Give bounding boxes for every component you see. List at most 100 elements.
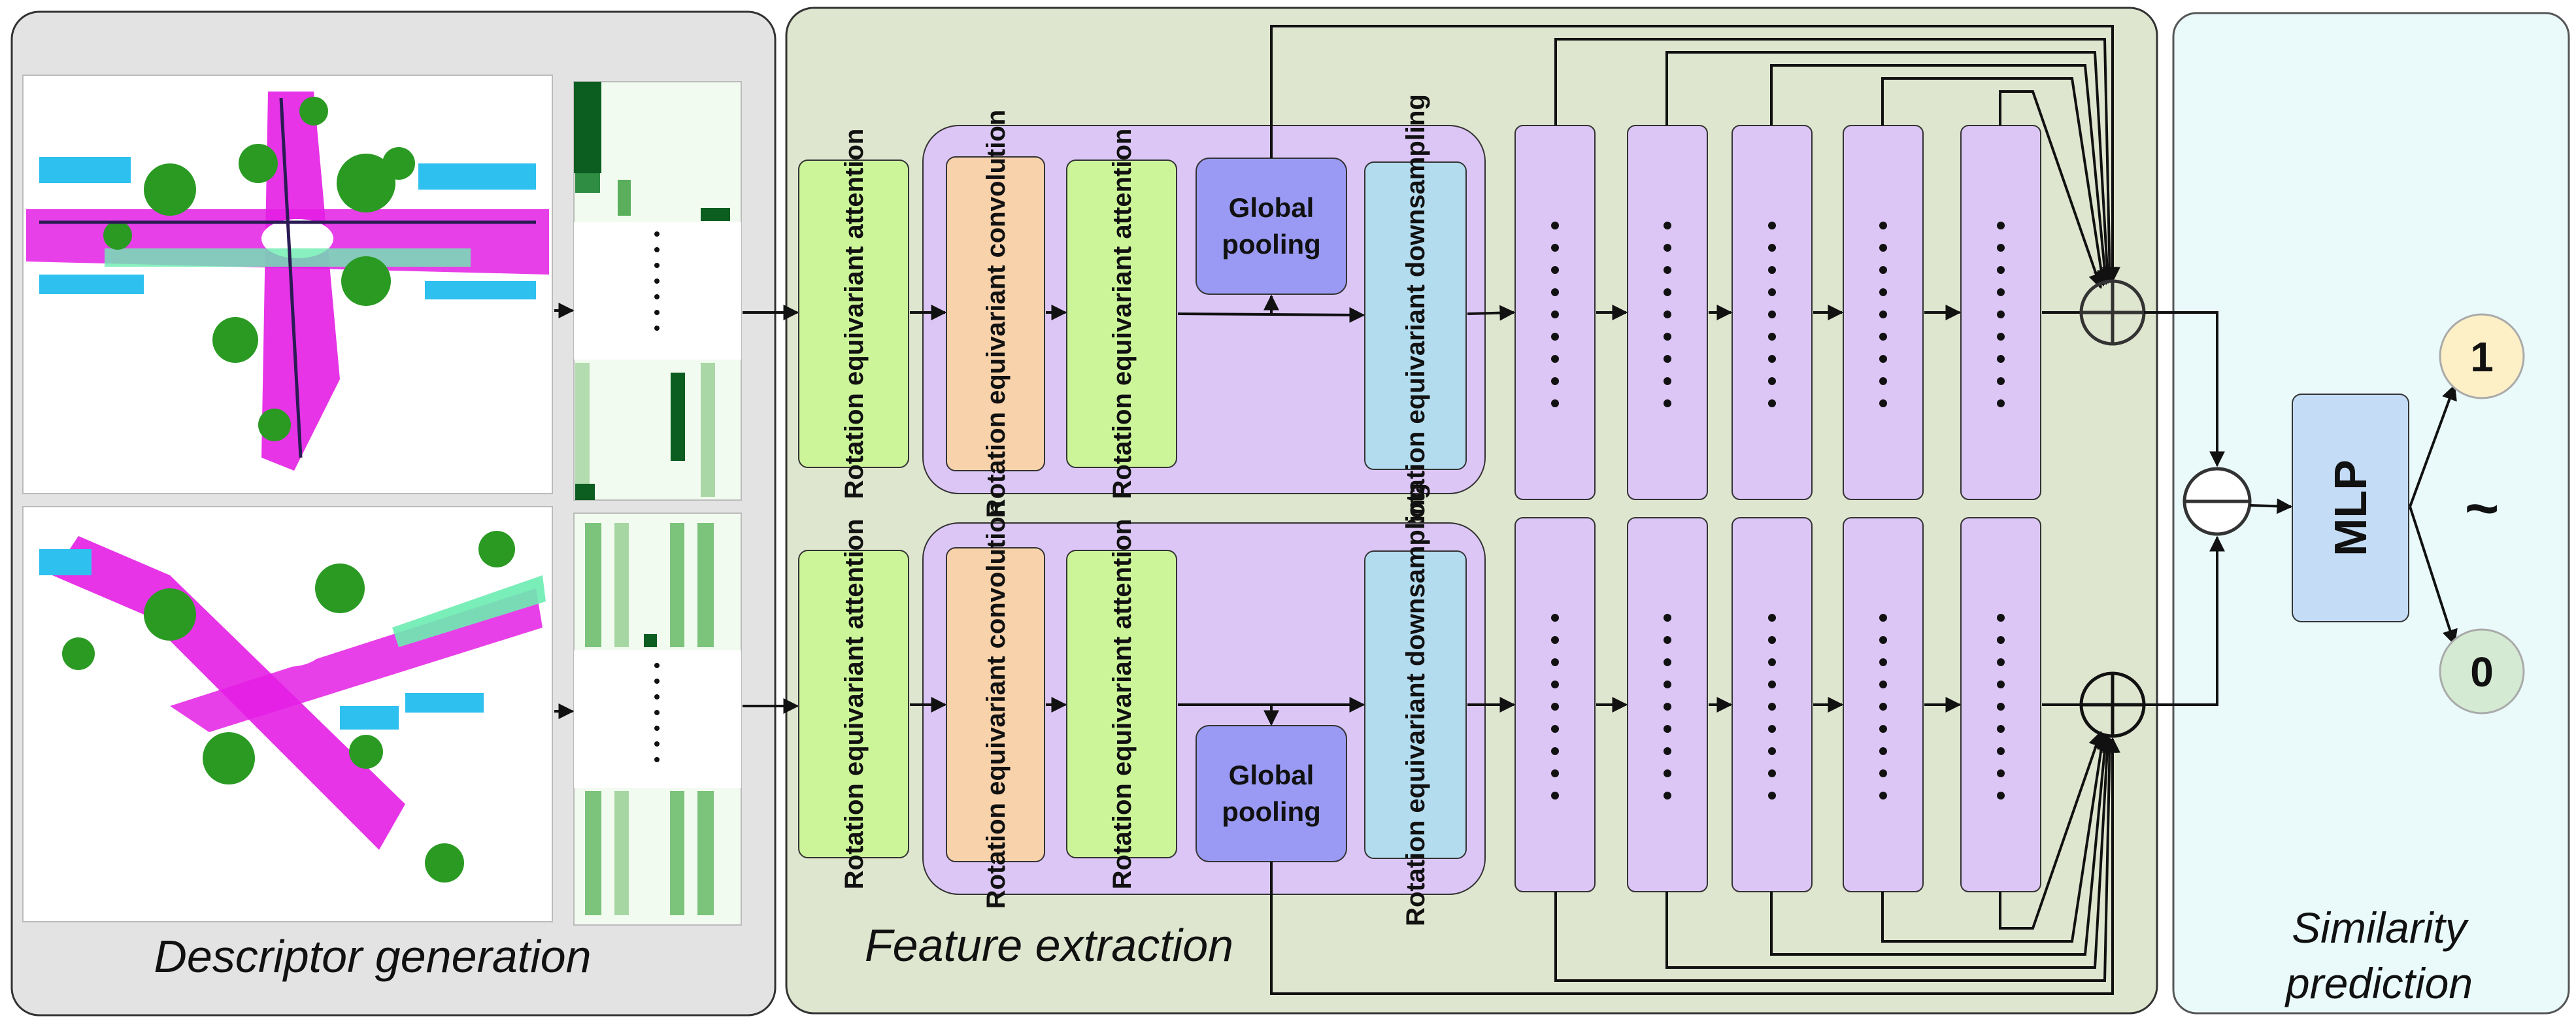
feature-dot-bottom-1: [1551, 703, 1559, 711]
feature-extraction-label: Feature extraction: [865, 920, 1233, 971]
global-pooling-block-top: [1196, 158, 1347, 295]
output-negative: 0: [2439, 628, 2525, 715]
feature-dot-top-3: [1768, 377, 1776, 385]
feature-dot-top-2: [1664, 377, 1671, 385]
feature-dot-bottom-4: [1879, 725, 1887, 733]
feature-dot-top-3: [1768, 288, 1776, 296]
global-pooling-label-top-2: pooling: [1222, 229, 1321, 260]
output-positive-label: 1: [2470, 333, 2494, 380]
feature-dot-bottom-3: [1768, 725, 1776, 733]
feature-dot-bottom-5: [1997, 681, 2005, 688]
feature-dot-bottom-3: [1768, 614, 1776, 622]
feature-dot-bottom-3: [1768, 747, 1776, 755]
feature-dot-bottom-1: [1551, 636, 1559, 644]
output-positive: 1: [2439, 313, 2525, 399]
feature-dot-bottom-5: [1997, 769, 2005, 777]
feature-dot-top-4: [1879, 399, 1887, 407]
feature-dot-top-4: [1879, 244, 1887, 252]
rot-downsampling-label-top: Rotation equivariant downsampling: [1401, 94, 1430, 537]
feature-dot-top-5: [1997, 288, 2005, 296]
feature-block-stack-top: [1514, 125, 2041, 500]
feature-dot-top-1: [1551, 244, 1559, 252]
feature-dot-top-5: [1997, 377, 2005, 385]
feature-dot-bottom-4: [1879, 614, 1887, 622]
feature-dot-bottom-5: [1997, 614, 2005, 622]
skip-connections-top: [1270, 25, 2120, 290]
feature-dot-bottom-3: [1768, 769, 1776, 777]
rot-convolution-label-bottom: Rotation equivariant convolution: [982, 501, 1011, 909]
feature-dot-bottom-4: [1879, 703, 1887, 711]
skip-connections-bottom: [1270, 730, 2120, 995]
feature-dot-bottom-2: [1664, 636, 1671, 644]
rot-attention-label-top-2: Rotation equivariant attention: [1108, 129, 1137, 499]
feature-dot-bottom-4: [1879, 681, 1887, 688]
feature-dot-top-1: [1551, 222, 1559, 229]
feature-dot-bottom-4: [1879, 792, 1887, 800]
rot-attention-label-bottom-2: Rotation equivariant attention: [1108, 519, 1137, 890]
feature-dot-bottom-3: [1768, 681, 1776, 688]
feature-dot-bottom-1: [1551, 792, 1559, 800]
feature-dot-top-5: [1997, 266, 2005, 274]
feature-dot-bottom-1: [1551, 658, 1559, 666]
feature-dot-top-5: [1997, 333, 2005, 341]
feature-dot-top-4: [1879, 288, 1887, 296]
feature-dot-top-3: [1768, 244, 1776, 252]
feature-dot-bottom-2: [1664, 658, 1671, 666]
feature-dot-top-1: [1551, 311, 1559, 318]
feature-dot-bottom-1: [1551, 769, 1559, 777]
feature-dot-top-4: [1879, 266, 1887, 274]
similarity-label-line1: Similarity: [2292, 903, 2469, 952]
feature-dot-top-5: [1997, 311, 2005, 318]
sum-node-bottom: [2079, 671, 2146, 738]
feature-dot-top-3: [1768, 311, 1776, 318]
feature-dot-bottom-5: [1997, 703, 2005, 711]
feature-dot-top-2: [1664, 244, 1671, 252]
rot-attention-label-top-1: Rotation equivariant attention: [840, 129, 869, 499]
rot-attention-label-bottom-1: Rotation equivariant attention: [840, 519, 869, 890]
feature-dot-bottom-3: [1768, 658, 1776, 666]
feature-dot-bottom-5: [1997, 725, 2005, 733]
feature-dot-top-5: [1997, 355, 2005, 363]
feature-dot-bottom-5: [1997, 636, 2005, 644]
feature-dot-top-2: [1664, 333, 1671, 341]
feature-dot-top-4: [1879, 377, 1887, 385]
global-pooling-label-bottom-2: pooling: [1222, 796, 1321, 827]
feature-dot-top-5: [1997, 399, 2005, 407]
feature-dot-bottom-5: [1997, 747, 2005, 755]
similarity-label-line2: prediction: [2284, 959, 2473, 1007]
rot-downsampling-label-bottom: Rotation equivariant downsampling: [1401, 483, 1430, 926]
mlp-block: [2292, 394, 2409, 622]
descriptor-matrix-bottom: [573, 513, 742, 926]
feature-dot-top-4: [1879, 333, 1887, 341]
sum-node-top: [2079, 279, 2146, 346]
feature-dot-bottom-2: [1664, 769, 1671, 777]
feature-dot-bottom-4: [1879, 658, 1887, 666]
feature-dot-top-2: [1664, 311, 1671, 318]
mlp-label: MLP: [2325, 460, 2376, 556]
feature-dot-top-3: [1768, 355, 1776, 363]
feature-dot-bottom-1: [1551, 614, 1559, 622]
rot-convolution-label-top: Rotation equivariant convolution: [982, 110, 1011, 518]
feature-dot-top-1: [1551, 266, 1559, 274]
feature-dot-bottom-2: [1664, 614, 1671, 622]
feature-dot-top-1: [1551, 333, 1559, 341]
point-cloud-image-top: [22, 75, 553, 494]
feature-dot-bottom-5: [1997, 658, 2005, 666]
feature-dot-bottom-1: [1551, 681, 1559, 688]
feature-dot-top-4: [1879, 355, 1887, 363]
feature-dot-bottom-3: [1768, 703, 1776, 711]
feature-dot-top-1: [1551, 399, 1559, 407]
feature-block-stack-bottom: [1514, 517, 2041, 892]
feature-dot-top-1: [1551, 288, 1559, 296]
global-pooling-block-bottom: [1196, 725, 1347, 862]
feature-dot-bottom-2: [1664, 703, 1671, 711]
feature-dot-bottom-2: [1664, 725, 1671, 733]
branch-top: Rotation equivariant attention Rotation …: [798, 94, 1486, 537]
rot-attention-block-top-1: [798, 160, 909, 468]
feature-dot-bottom-1: [1551, 725, 1559, 733]
feature-dot-top-3: [1768, 333, 1776, 341]
feature-block-dots: [1551, 222, 2005, 800]
output-tilde: ~: [2465, 476, 2500, 541]
feature-dot-bottom-2: [1664, 792, 1671, 800]
feature-dot-top-2: [1664, 399, 1671, 407]
